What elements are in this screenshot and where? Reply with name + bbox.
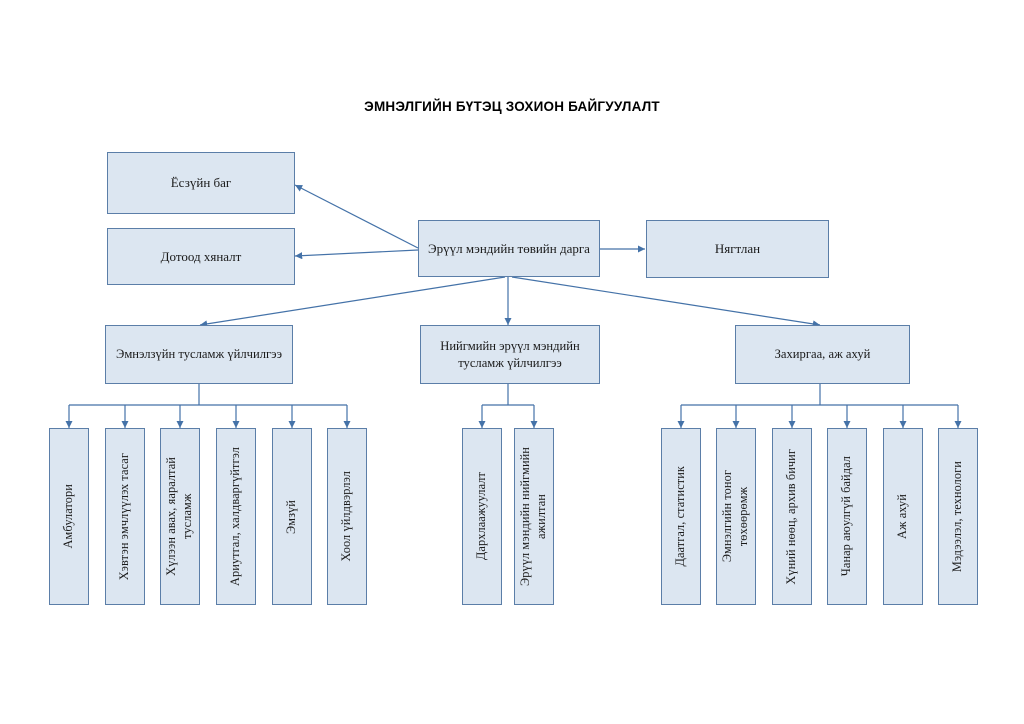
- leaf-label: Даатгал, статистик: [673, 466, 687, 567]
- leaf-pharmacy[interactable]: Эмзүй: [272, 428, 312, 605]
- node-label: Дотоод хяналт: [160, 248, 242, 264]
- node-label: Ёсзүйн баг: [170, 175, 232, 191]
- leaf-label: Мэдээлэл, технологи: [950, 460, 964, 573]
- leaf-information-technology[interactable]: Мэдээлэл, технологи: [938, 428, 978, 605]
- leaf-insurance-statistics[interactable]: Даатгал, статистик: [661, 428, 701, 605]
- leaf-medical-equipment[interactable]: Эмнэлгийн тоног төхөөрөмж: [716, 428, 756, 605]
- node-internal-control[interactable]: Дотоод хяналт: [107, 228, 295, 285]
- leaf-label: Ариутгал, халдваргүйтгэл: [228, 446, 242, 586]
- node-clinical-services[interactable]: Эмнэлзүйн тусламж үйлчилгээ: [105, 325, 293, 384]
- leaf-label: Хэвтэн эмчлүүлэх тасаг: [117, 452, 131, 581]
- node-label: Эрүүл мэндийн төвийн дарга: [428, 240, 590, 256]
- leaf-sterilization-disinfection[interactable]: Ариутгал, халдваргүйтгэл: [216, 428, 256, 605]
- leaf-food-production[interactable]: Хоол үйлдвэрлэл: [327, 428, 367, 605]
- node-accountant[interactable]: Нягтлан: [646, 220, 829, 278]
- node-public-health-services[interactable]: Нийгмийн эрүүл мэндийн тусламж үйлчилгээ: [420, 325, 600, 384]
- leaf-inpatient-ward[interactable]: Хэвтэн эмчлүүлэх тасаг: [105, 428, 145, 605]
- leaf-facilities[interactable]: Аж ахуй: [883, 428, 923, 605]
- leaf-emergency-reception[interactable]: Хүлээн авах, яаралтай тусламж: [160, 428, 200, 605]
- leaf-label: Эмнэлгийн тоног төхөөрөмж: [720, 470, 750, 563]
- page-title: ЭМНЭЛГИЙН БҮТЭЦ ЗОХИОН БАЙГУУЛАЛТ: [364, 99, 660, 114]
- leaf-label: Хүний нөөц, архив бичиг: [784, 448, 798, 585]
- leaf-quality-safety[interactable]: Чанар аюулгүй байдал: [827, 428, 867, 605]
- leaf-social-health-worker[interactable]: Эрүүл мэндийн нийгмийн ажилтан: [514, 428, 554, 605]
- node-ethics-team[interactable]: Ёсзүйн баг: [107, 152, 295, 214]
- leaf-label: Хоол үйлдвэрлэл: [339, 471, 353, 562]
- leaf-label: Аж ахуй: [895, 493, 909, 540]
- leaf-label: Эрүүл мэндийн нийгмийн ажилтан: [518, 447, 548, 586]
- leaf-outpatient[interactable]: Амбулатори: [49, 428, 89, 605]
- node-label: Захиргаа, аж ахуй: [774, 347, 871, 362]
- leaf-label: Дархлаажуулалт: [474, 472, 488, 561]
- leaf-label: Амбулатори: [61, 484, 75, 549]
- leaf-label: Эмзүй: [284, 499, 298, 534]
- leaf-human-resources-archive[interactable]: Хүний нөөц, архив бичиг: [772, 428, 812, 605]
- node-label: Эмнэлзүйн тусламж үйлчилгээ: [116, 347, 282, 362]
- leaf-immunization[interactable]: Дархлаажуулалт: [462, 428, 502, 605]
- node-director[interactable]: Эрүүл мэндийн төвийн дарга: [418, 220, 600, 277]
- leaf-label: Чанар аюулгүй байдал: [839, 456, 853, 577]
- node-label: Нягтлан: [714, 241, 761, 257]
- node-administration[interactable]: Захиргаа, аж ахуй: [735, 325, 910, 384]
- leaf-label: Хүлээн авах, яаралтай тусламж: [164, 457, 194, 576]
- node-label: Нийгмийн эрүүл мэндийн тусламж үйлчилгээ: [440, 338, 580, 370]
